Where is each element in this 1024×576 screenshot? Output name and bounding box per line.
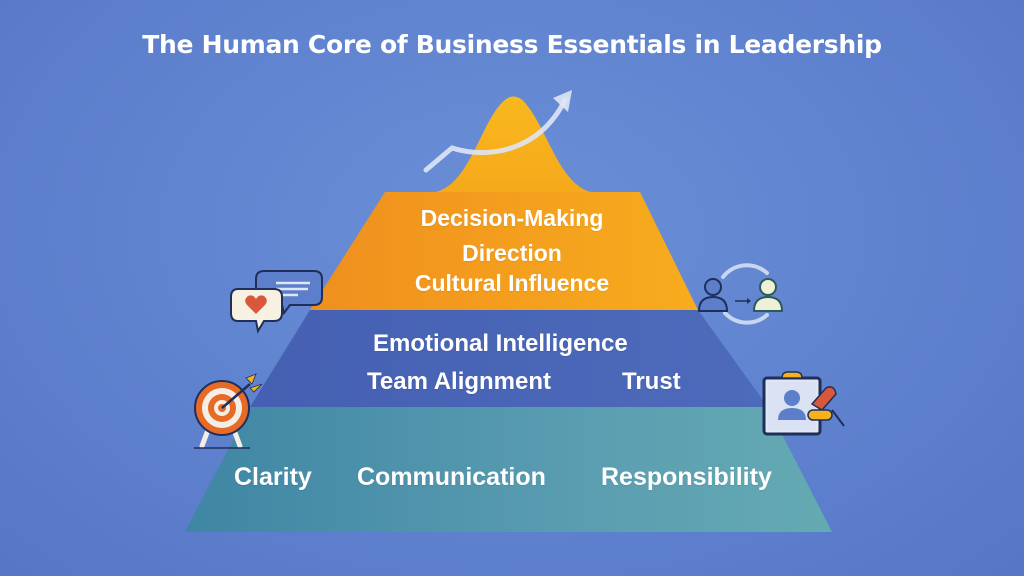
clipboard-profile-icon <box>762 371 845 436</box>
page-title: The Human Core of Business Essentials in… <box>142 30 882 59</box>
tier-middle-item-emotional-intelligence: Emotional Intelligence <box>373 330 628 357</box>
tier-bottom-item-communication: Communication <box>357 463 546 491</box>
target-arrow-icon <box>194 373 263 449</box>
pyramid-tier-middle <box>250 310 768 407</box>
pyramid-tier-top <box>310 192 698 310</box>
tier-bottom-item-responsibility: Responsibility <box>601 463 772 491</box>
pyramid-tier-bottom <box>185 407 832 532</box>
tier-middle-item-team-alignment: Team Alignment <box>367 368 552 395</box>
people-exchange-icon <box>697 263 784 325</box>
tier-top-item-direction: Direction <box>462 240 562 266</box>
tier-bottom-item-clarity: Clarity <box>234 463 312 491</box>
pyramid-peak <box>430 96 595 193</box>
tier-top-item-decision-making: Decision-Making <box>420 205 604 231</box>
tier-top-item-cultural-influence: Cultural Influence <box>414 270 610 296</box>
tier-middle-item-trust: Trust <box>622 368 681 395</box>
chat-heart-icon <box>230 270 323 334</box>
growth-arrow-icon <box>423 90 572 173</box>
